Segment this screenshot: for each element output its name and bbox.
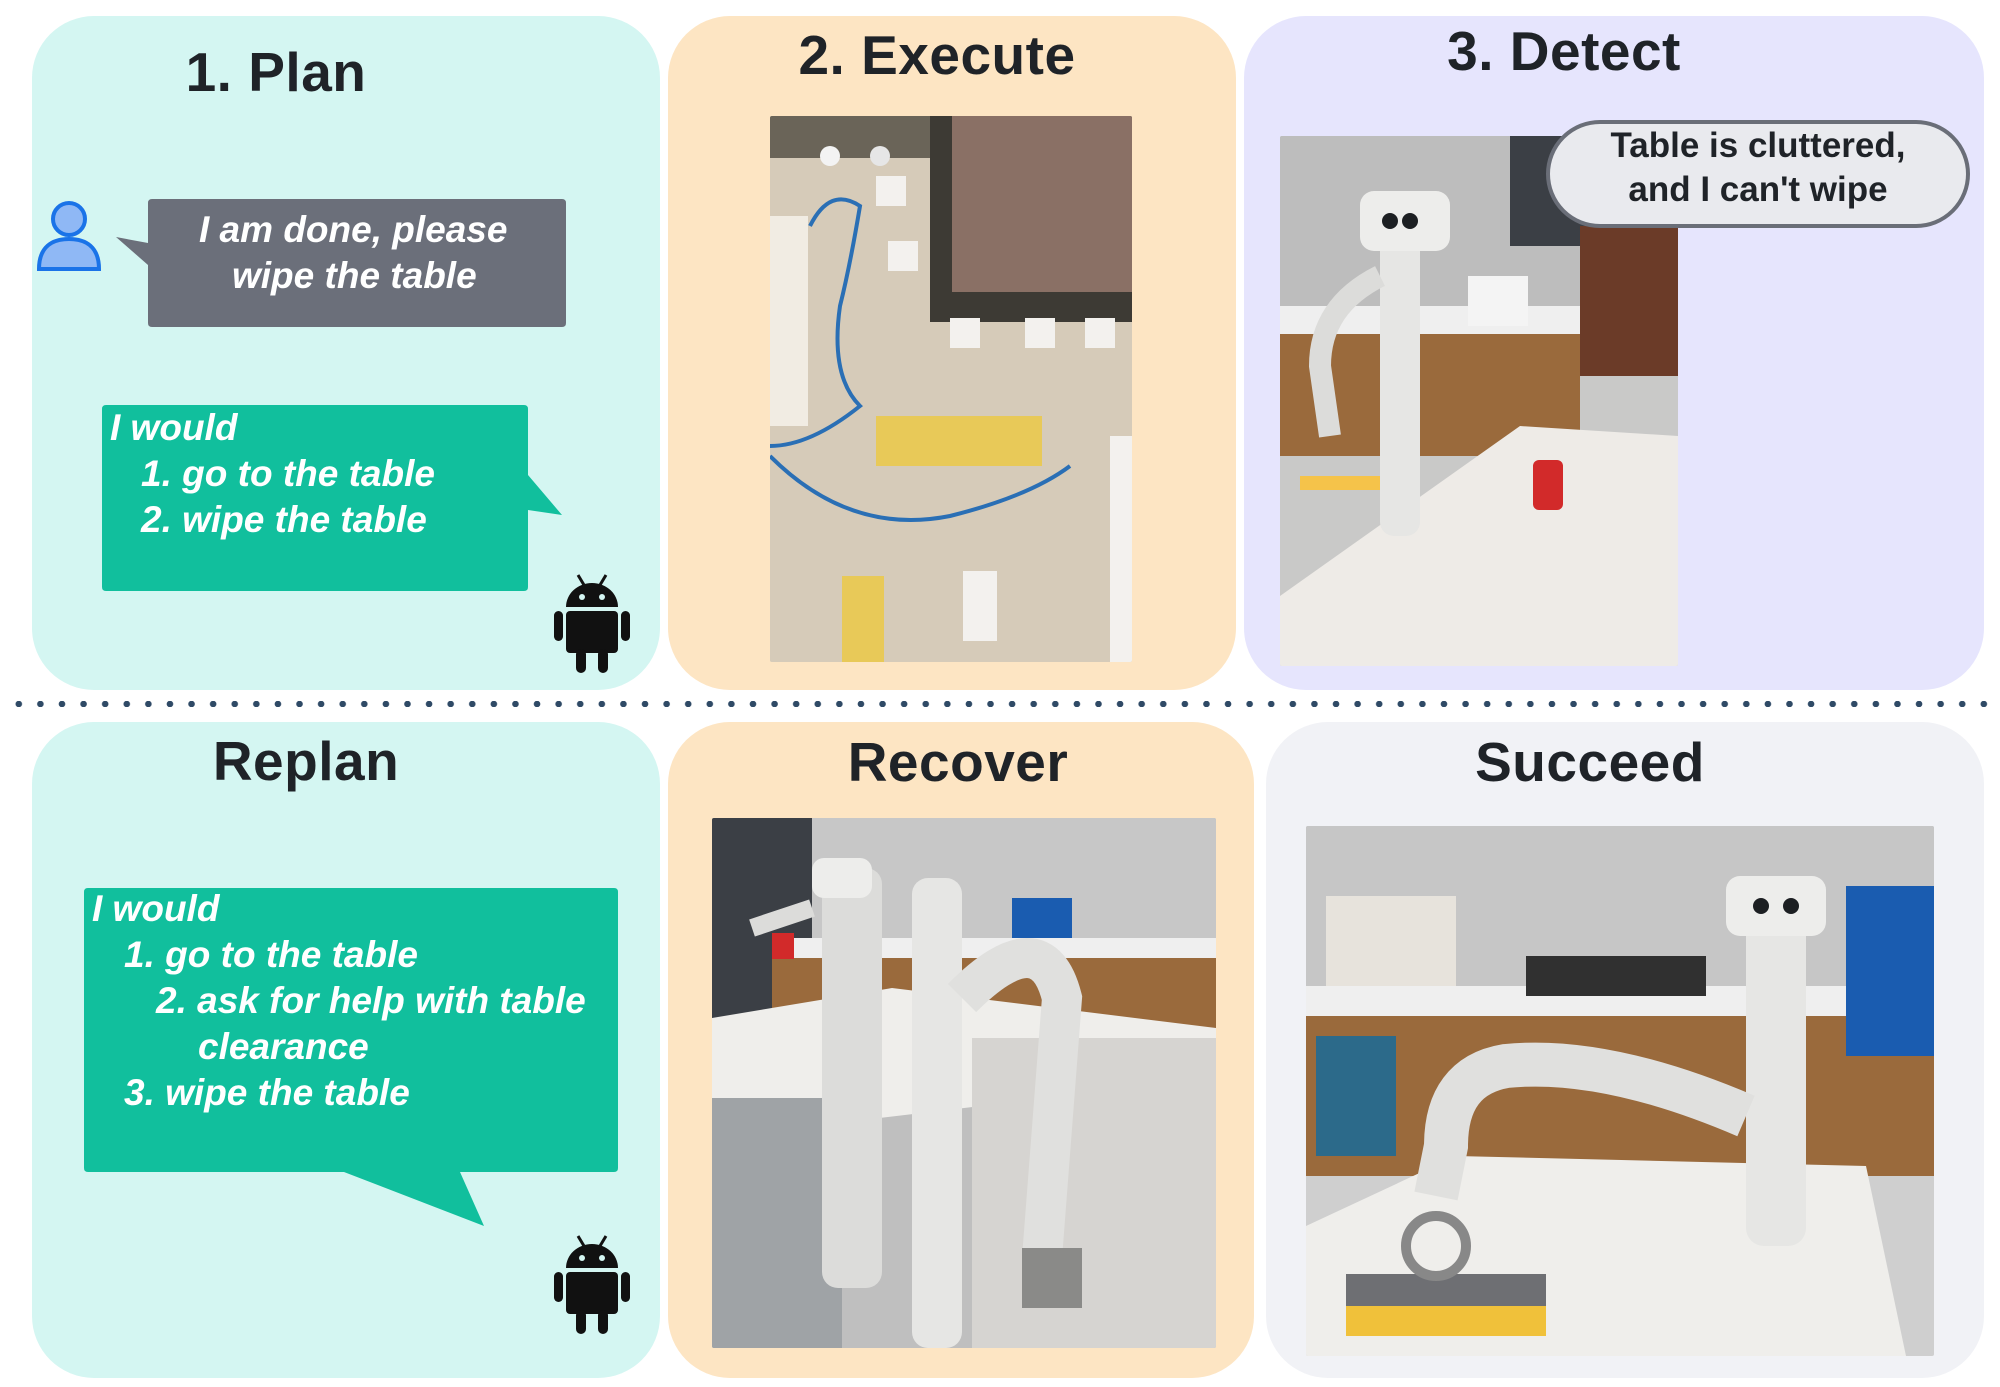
row-divider (8, 701, 1992, 707)
execute-title: 2. Execute (798, 24, 1076, 86)
succeed-panel: Succeed (1266, 722, 1984, 1378)
robot-message-line1: I would (110, 407, 238, 448)
detect-speech-bubble: Table is cluttered, and I can't wipe (1546, 120, 1970, 228)
robot-message-line2: 1. go to the table (141, 453, 435, 494)
android-icon (554, 574, 630, 673)
robot-wiping-table-photo (1306, 826, 1934, 1356)
detect-speech-line2: and I can't wipe (1628, 170, 1888, 209)
detect-speech-line1: Table is cluttered, (1610, 126, 1906, 165)
detect-panel: 3. Detect Table is cluttered, and I can'… (1244, 16, 1984, 690)
replan-robot-speech-bubble (84, 888, 618, 1226)
user-message-line1: I am done, please (199, 209, 508, 250)
android-icon (554, 1235, 630, 1334)
floor-map-photo (770, 116, 1132, 662)
replan-line1: I would (92, 888, 220, 929)
execute-panel: 2. Execute (668, 16, 1236, 690)
replan-line5: 3. wipe the table (124, 1072, 410, 1113)
replan-line2: 1. go to the table (124, 934, 418, 975)
robot-speech-bubble (102, 405, 562, 591)
replan-title: Replan (212, 730, 400, 792)
recover-panel: Recover (668, 722, 1254, 1378)
user-icon (36, 201, 102, 271)
recover-title: Recover (847, 731, 1069, 793)
robots-recover-photo (712, 818, 1216, 1348)
replan-line4: clearance (198, 1026, 369, 1067)
plan-title: 1. Plan (185, 41, 367, 103)
replan-line3: 2. ask for help with table (156, 980, 586, 1021)
plan-panel: 1. Plan I am done, please wipe the table… (32, 16, 660, 690)
succeed-title: Succeed (1475, 731, 1705, 793)
robot-message-line3: 2. wipe the table (141, 499, 427, 540)
user-message-line2: wipe the table (232, 255, 477, 296)
user-speech-bubble (116, 199, 566, 327)
detect-title: 3. Detect (1447, 20, 1681, 82)
replan-panel: Replan I would 1. go to the table 2. ask… (32, 722, 660, 1378)
